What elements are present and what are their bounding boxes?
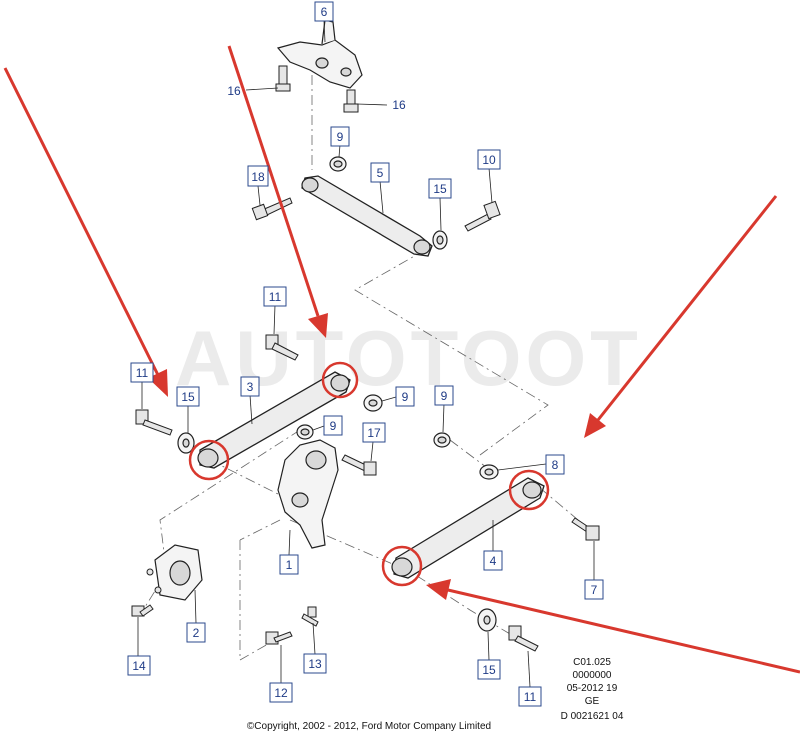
svg-text:9: 9 [330, 419, 337, 433]
control-arm-4 [391, 477, 545, 579]
callout-14: 14 [127, 655, 151, 676]
callout-9-right: 9 [434, 385, 454, 406]
control-arm-5 [301, 175, 433, 257]
callout-8: 8 [545, 454, 565, 475]
svg-text:15: 15 [433, 182, 447, 196]
svg-text:15: 15 [482, 663, 496, 677]
reference-line-5: D 0021621 04 [561, 711, 624, 722]
bolt-17 [341, 454, 377, 476]
bolt-11-lower [508, 625, 539, 652]
reference-line-3: 05-2012 19 [567, 683, 618, 694]
callout-11-lower: 11 [518, 686, 542, 707]
bolt-16-right [343, 89, 359, 113]
svg-text:2: 2 [193, 626, 200, 640]
highlight-circles [188, 361, 550, 587]
callout-12: 12 [269, 682, 293, 703]
washer-8 [479, 464, 499, 480]
svg-text:9: 9 [337, 130, 344, 144]
callout-9-mid: 9 [395, 386, 415, 407]
screw-13 [301, 606, 319, 627]
callout-17: 17 [362, 422, 386, 443]
highlight-circle-arm4-right [508, 469, 550, 511]
washer-15-lower [477, 608, 497, 632]
callout-3: 3 [240, 376, 260, 397]
reference-line-4: GE [585, 696, 600, 707]
control-arm-3 [197, 371, 351, 469]
svg-text:15: 15 [181, 390, 195, 404]
red-arrow-upper-left [3, 67, 160, 376]
svg-text:5: 5 [377, 166, 384, 180]
bracket-part-6 [276, 19, 363, 89]
bolt-16-left [275, 65, 291, 92]
highlight-circle-arm4-left [381, 545, 423, 587]
highlight-circle-arm3-right [321, 361, 359, 399]
callout-16-left: 16 [227, 84, 241, 98]
callout-15-top: 15 [428, 178, 452, 199]
stud-12 [265, 631, 293, 645]
callout-6: 6 [314, 1, 334, 22]
callout-10: 10 [477, 149, 501, 170]
bushing-9-top [329, 156, 347, 172]
svg-text:8: 8 [552, 458, 559, 472]
washer-15-left [177, 432, 195, 454]
callout-11-left: 11 [130, 362, 154, 383]
red-arrow-upper-middle [227, 45, 320, 317]
callout-4: 4 [483, 550, 503, 571]
callout-16-right: 16 [392, 98, 406, 112]
knuckle-part-1 [277, 439, 339, 549]
svg-text:13: 13 [308, 657, 322, 671]
callout-5: 5 [370, 162, 390, 183]
callout-9-knuckle: 9 [323, 415, 343, 436]
washer-15-top [432, 230, 448, 250]
bushing-9-mid [363, 394, 383, 412]
svg-text:12: 12 [274, 686, 288, 700]
red-arrow-right [596, 195, 778, 421]
callout-9-top: 9 [330, 126, 350, 147]
bolt-11-left [135, 409, 173, 436]
bolt-18 [251, 197, 293, 221]
callout-13: 13 [303, 653, 327, 674]
svg-text:1: 1 [286, 558, 293, 572]
reference-line-2: 0000000 [573, 670, 612, 681]
callout-2: 2 [186, 622, 206, 643]
highlight-circle-arm3-left [188, 439, 230, 481]
red-arrow-lower [447, 588, 800, 674]
callout-15-left: 15 [176, 386, 200, 407]
svg-text:11: 11 [524, 690, 537, 704]
callout-11-upper: 11 [263, 286, 287, 307]
bushing-9-right [433, 432, 451, 448]
svg-text:11: 11 [269, 290, 282, 304]
svg-text:10: 10 [482, 153, 496, 167]
svg-text:17: 17 [367, 426, 381, 440]
svg-text:3: 3 [247, 380, 254, 394]
svg-text:4: 4 [490, 554, 497, 568]
bolt-10 [464, 200, 501, 232]
svg-text:6: 6 [321, 5, 328, 19]
callout-1: 1 [279, 554, 299, 575]
bolt-11-upper [265, 334, 299, 361]
svg-text:18: 18 [251, 170, 265, 184]
svg-text:9: 9 [402, 390, 409, 404]
callout-7: 7 [584, 579, 604, 600]
svg-text:11: 11 [136, 366, 149, 380]
wheel-hub-part-2 [146, 544, 203, 601]
svg-text:16: 16 [392, 98, 406, 112]
svg-text:14: 14 [132, 659, 146, 673]
reference-line-1: C01.025 [573, 657, 611, 668]
copyright-notice: ©Copyright, 2002 - 2012, Ford Motor Comp… [247, 721, 491, 732]
bolt-7 [571, 517, 600, 541]
callout-15-lower: 15 [477, 659, 501, 680]
svg-text:7: 7 [591, 583, 598, 597]
bolt-14 [131, 604, 154, 617]
bushing-9-knuckle [296, 424, 314, 440]
callout-18: 18 [247, 165, 269, 187]
leader-lines [137, 20, 595, 688]
reference-code-block: C01.025 0000000 05-2012 19 GE D 0021621 … [561, 657, 624, 722]
svg-text:16: 16 [227, 84, 241, 98]
svg-text:9: 9 [441, 389, 448, 403]
